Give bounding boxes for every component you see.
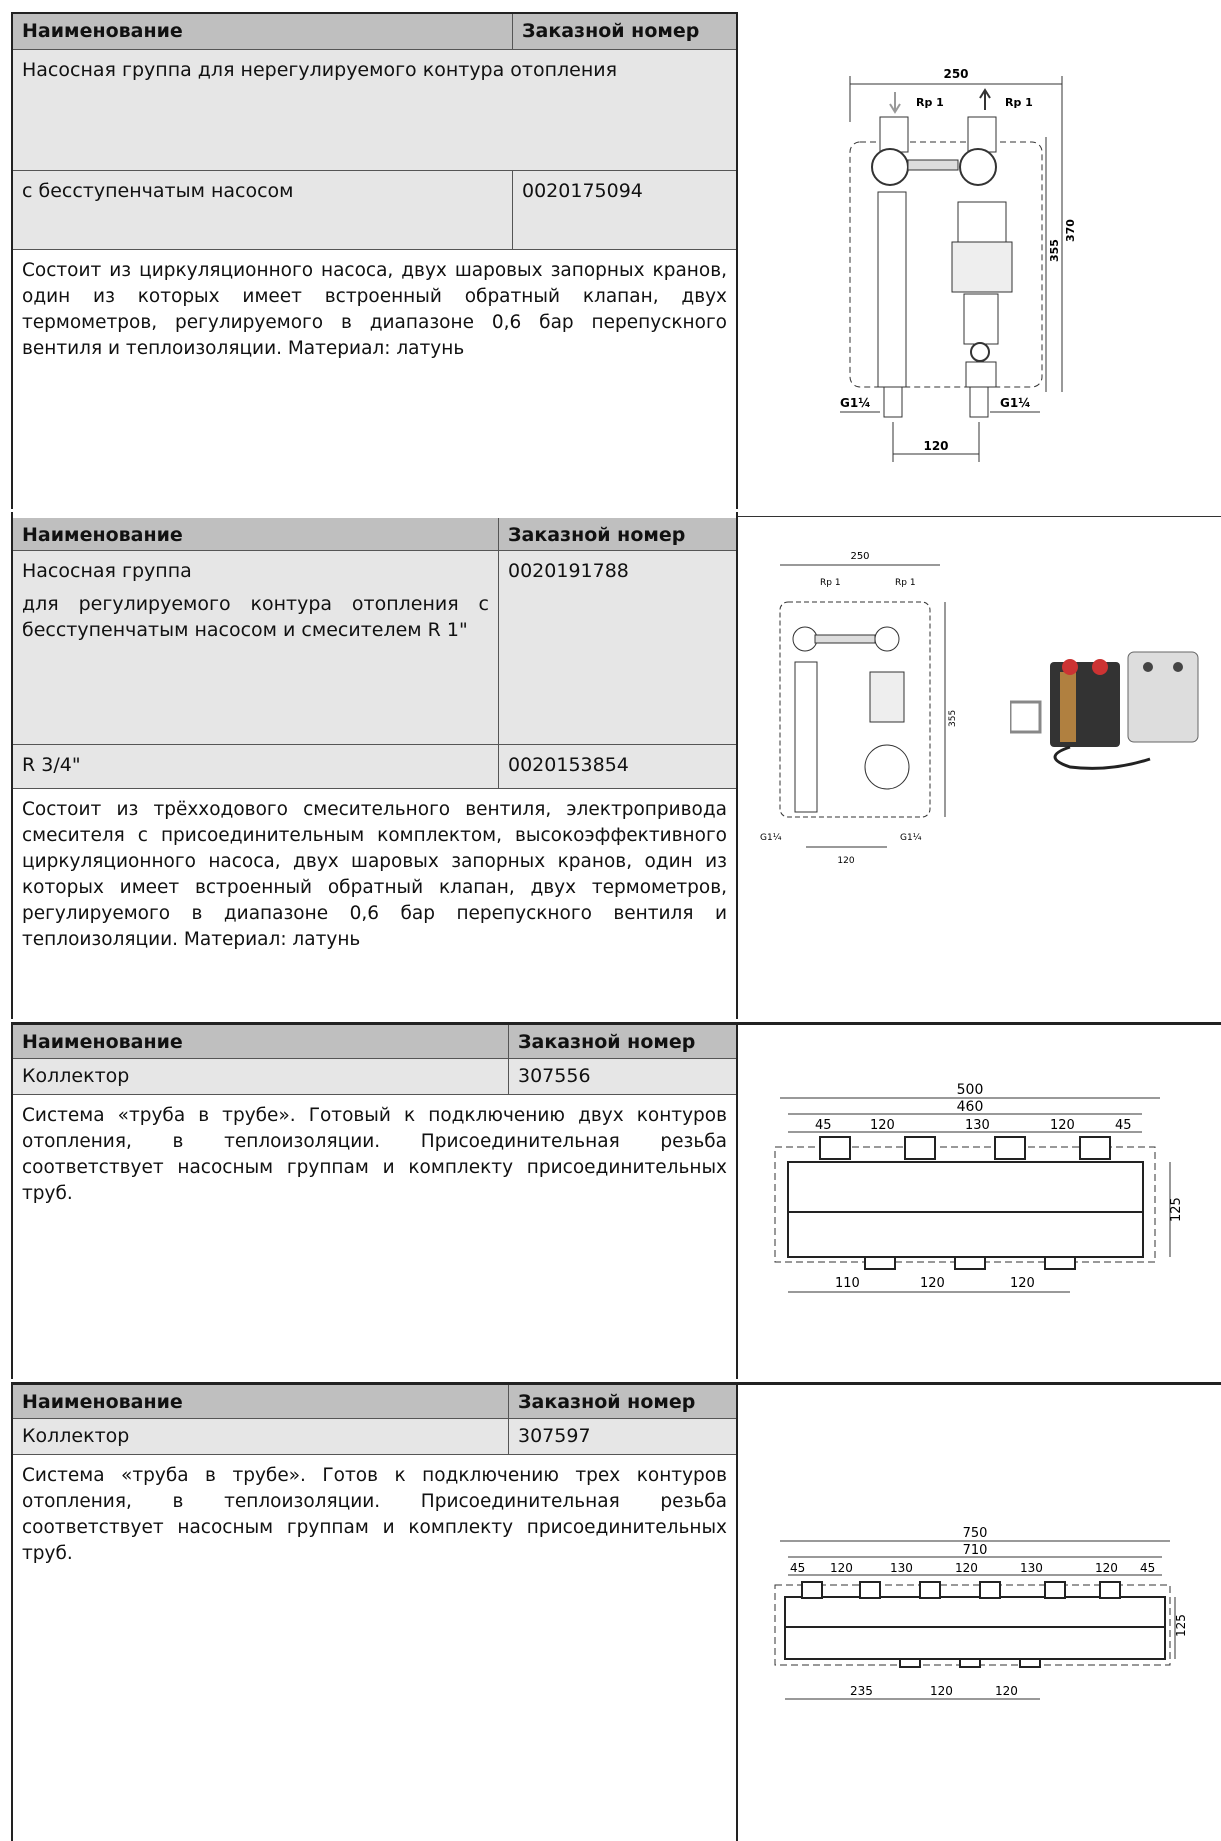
dim-conn-right: G1¼ xyxy=(1000,396,1031,410)
dim-total: 500 xyxy=(957,1082,984,1098)
dim-width: 250 xyxy=(943,67,968,81)
dim-top-4: 130 xyxy=(1020,1561,1043,1575)
dim-spacing: 120 xyxy=(923,439,948,453)
section-collector-3: Наименование Заказной номер Коллектор 30… xyxy=(0,1382,1221,1841)
pump-group-drawing: 250 Rp 1 Rp 1 355 370 G1¼ xyxy=(840,62,1080,496)
product-subtitle: для регулируемого контура отопления с бе… xyxy=(22,593,489,641)
dim-top-4: 45 xyxy=(1115,1118,1132,1133)
section-pump-group-regulated: Наименование Заказной номер Насосная гру… xyxy=(0,512,1221,1019)
pump-group-photo xyxy=(1008,632,1205,776)
section-collector-2: Наименование Заказной номер Коллектор 30… xyxy=(0,1022,1221,1379)
product-code: 307597 xyxy=(509,1419,736,1455)
variant-name: R 3/4" xyxy=(13,745,499,789)
dim-inlet: Rp 1 xyxy=(916,96,944,109)
dim-top-3: 120 xyxy=(1050,1118,1075,1133)
product-description: Система «труба в трубе». Готовый к подкл… xyxy=(22,1105,727,1204)
section-pump-group-unregulated: Наименование Заказной номер Насосная гру… xyxy=(0,12,1221,509)
dim-spacing: 120 xyxy=(837,856,854,866)
dim-total: 750 xyxy=(963,1527,988,1541)
dim-conn-right: G1¼ xyxy=(900,833,922,843)
info-table: Наименование Заказной номер Насосная гру… xyxy=(11,512,738,1019)
product-title: Коллектор xyxy=(13,1059,509,1095)
dim-bottom-1: 120 xyxy=(930,1684,953,1698)
dim-bottom-1: 120 xyxy=(920,1276,945,1291)
dim-height: 125 xyxy=(1169,1197,1184,1222)
product-code: 307556 xyxy=(509,1059,736,1095)
dim-height: 125 xyxy=(1174,1614,1188,1637)
product-description: Система «труба в трубе». Готов к подключ… xyxy=(22,1465,727,1564)
product-description: Состоит из трёхходового смесительного ве… xyxy=(22,799,727,950)
dim-conn-left: G1¼ xyxy=(840,396,871,410)
column-header-code: Заказной номер xyxy=(499,518,736,551)
dim-outlet: Rp 1 xyxy=(895,578,916,588)
dim-bottom-0: 235 xyxy=(850,1684,873,1698)
dim-bottom-2: 120 xyxy=(1010,1276,1035,1291)
dim-top-2: 130 xyxy=(890,1561,913,1575)
variant-name: с бесступенчатым насосом xyxy=(13,171,513,250)
dim-outlet: Rp 1 xyxy=(1005,96,1033,109)
product-title: Насосная группа для нерегулируемого конт… xyxy=(13,50,736,171)
dim-top-2: 130 xyxy=(965,1118,990,1133)
collector-2-drawing: 500 460 45 120 130 120 45 125 110 120 12… xyxy=(770,1082,1200,1306)
dim-top-0: 45 xyxy=(815,1118,832,1133)
info-table: Наименование Заказной номер Коллектор 30… xyxy=(11,1022,738,1379)
dim-inlet: Rp 1 xyxy=(820,578,841,588)
variant-code: 0020153854 xyxy=(499,745,736,789)
product-description: Состоит из циркуляционного насоса, двух … xyxy=(22,260,727,359)
product-title-cell: Насосная группа для регулируемого контур… xyxy=(13,551,499,745)
dim-top-1: 120 xyxy=(870,1118,895,1133)
dim-top-3: 120 xyxy=(955,1561,978,1575)
pump-group-mixer-drawing: 250 Rp 1 Rp 1 355 G1¼ G1¼ 120 xyxy=(760,547,960,881)
dim-top-0: 45 xyxy=(790,1561,805,1575)
dim-conn-left: G1¼ xyxy=(760,833,782,843)
dim-top-6: 45 xyxy=(1140,1561,1155,1575)
product-title: Насосная группа xyxy=(22,560,192,582)
column-header-code: Заказной номер xyxy=(509,1025,736,1059)
dim-bottom-0: 110 xyxy=(835,1276,860,1291)
column-header-code: Заказной номер xyxy=(509,1385,736,1419)
column-header-name: Наименование xyxy=(13,1385,509,1419)
column-header-name: Наименование xyxy=(13,14,513,50)
variant-code: 0020175094 xyxy=(513,171,736,250)
dim-width: 250 xyxy=(850,551,869,562)
info-table: Наименование Заказной номер Насосная гру… xyxy=(11,12,738,509)
dim-inner: 460 xyxy=(957,1099,984,1115)
product-title: Коллектор xyxy=(13,1419,509,1455)
info-table: Наименование Заказной номер Коллектор 30… xyxy=(11,1382,738,1841)
dim-h: 355 xyxy=(948,710,958,727)
column-header-name: Наименование xyxy=(13,1025,509,1059)
collector-3-drawing: 750 710 45 120 130 120 130 120 45 125 xyxy=(770,1526,1210,1731)
dim-h1: 370 xyxy=(1064,219,1077,242)
dim-top-5: 120 xyxy=(1095,1561,1118,1575)
product-code: 0020191788 xyxy=(499,551,736,745)
dim-h2: 355 xyxy=(1048,239,1061,262)
dim-top-1: 120 xyxy=(830,1561,853,1575)
dim-inner: 710 xyxy=(963,1543,988,1558)
column-header-name: Наименование xyxy=(13,518,499,551)
dim-bottom-2: 120 xyxy=(995,1684,1018,1698)
column-header-code: Заказной номер xyxy=(513,14,736,50)
